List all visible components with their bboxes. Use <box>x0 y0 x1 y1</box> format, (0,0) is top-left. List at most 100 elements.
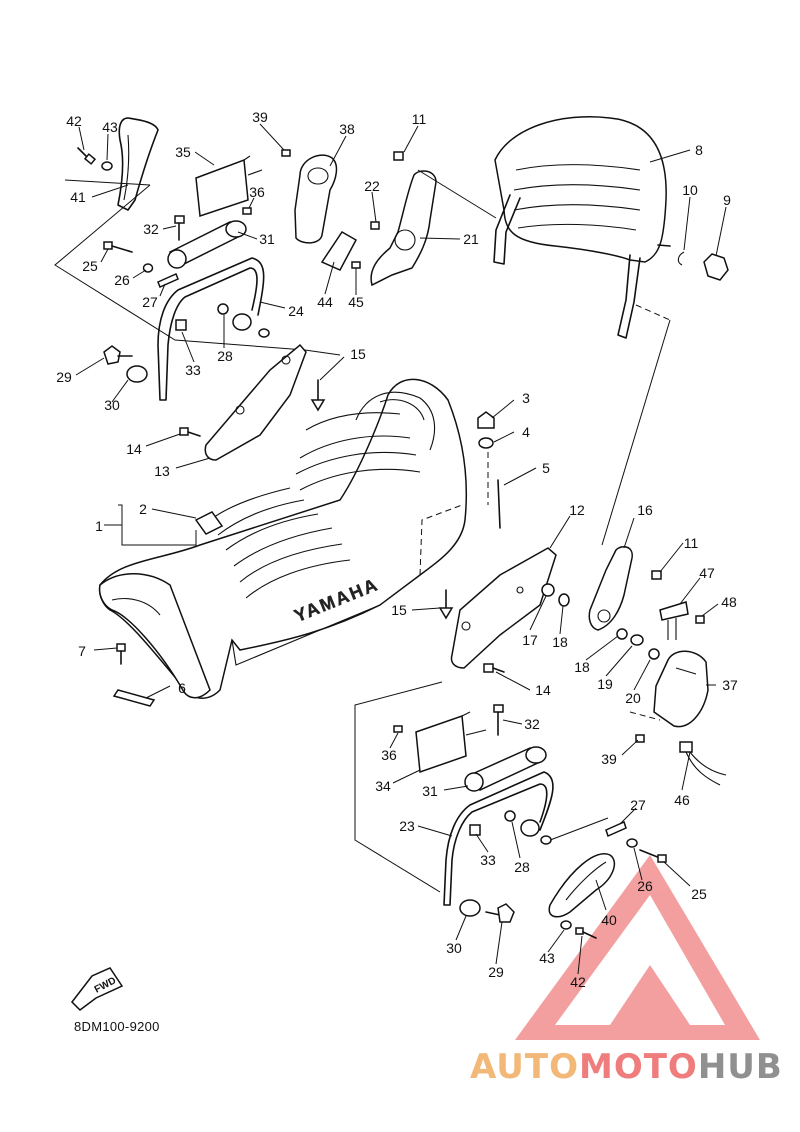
part-44-clip <box>320 231 358 271</box>
part-25-bolt <box>103 241 133 253</box>
callout-16: 16 <box>637 502 653 518</box>
part-36-screw-lower <box>393 725 403 733</box>
lower-guide-frame <box>354 681 661 893</box>
part-30-rubber <box>126 365 148 383</box>
callout-13: 13 <box>154 463 170 479</box>
callout-18-a: 18 <box>552 634 568 650</box>
part-43-washer <box>101 161 113 171</box>
part-23-grab-bar <box>443 771 554 906</box>
part-42-bolt <box>77 147 97 165</box>
callout-28-upper: 28 <box>217 348 233 364</box>
fwd-arrow-icon <box>71 967 124 1011</box>
upper-left-guide-frame <box>54 179 341 356</box>
callout-14-upper: 14 <box>126 441 142 457</box>
part-38-bracket <box>294 154 338 244</box>
callout-29-lower: 29 <box>488 964 504 980</box>
part-45-screw <box>351 261 361 269</box>
callout-31-lower: 31 <box>422 783 438 799</box>
callout-30-upper: 30 <box>104 397 120 413</box>
callout-27-upper: 27 <box>142 294 158 310</box>
callout-15-upper: 15 <box>350 346 366 362</box>
callout-32-lower: 32 <box>524 716 540 732</box>
part-3-nut <box>477 411 495 429</box>
watermark-brand: AUTOMOTOHUB <box>470 1047 783 1087</box>
callout-44: 44 <box>317 294 333 310</box>
part-39-screw-lower <box>635 734 645 743</box>
part-7-bolt <box>116 643 126 665</box>
part-43-washer-lower <box>560 920 572 930</box>
callout-24: 24 <box>288 303 304 319</box>
callout-19: 19 <box>597 676 613 692</box>
callout-33-lower: 33 <box>480 852 496 868</box>
callout-40: 40 <box>601 912 617 928</box>
part-27-pin-lower <box>605 820 627 838</box>
part-28-collar-lower <box>504 810 552 845</box>
callout-3: 3 <box>522 390 530 406</box>
part-17-washer <box>541 583 555 597</box>
part-22-screw <box>370 221 380 230</box>
part-11-bolt-upper <box>393 151 404 161</box>
part-5-rod <box>497 479 501 529</box>
part-2-emblem <box>194 511 224 535</box>
part-19-nut <box>630 634 644 646</box>
callout-43-lower: 43 <box>539 950 555 966</box>
callout-46: 46 <box>674 792 690 808</box>
callout-33-upper: 33 <box>185 362 201 378</box>
diagram-code: 8DM100-9200 <box>74 1019 160 1034</box>
part-11-bolt-lower <box>651 570 662 580</box>
callout-34: 34 <box>375 778 391 794</box>
part-1-seat <box>98 378 489 700</box>
part-10-clip <box>657 244 685 266</box>
part-16-bracket <box>588 545 633 631</box>
part-48-screw <box>695 615 705 624</box>
part-25-bolt-lower <box>639 849 667 863</box>
callout-31-upper: 31 <box>259 231 275 247</box>
part-26-washer-lower <box>626 838 638 848</box>
callout-39-upper: 39 <box>252 109 268 125</box>
part-41-grab-bracket <box>117 117 159 211</box>
callout-17: 17 <box>522 632 538 648</box>
callout-10: 10 <box>682 182 698 198</box>
callout-22: 22 <box>364 178 380 194</box>
part-12-side-plate <box>450 547 557 669</box>
callout-1: 1 <box>95 518 103 534</box>
callout-12: 12 <box>569 502 585 518</box>
callout-37: 37 <box>722 677 738 693</box>
part-37-cover <box>653 650 709 728</box>
callout-36-upper: 36 <box>249 184 265 200</box>
callout-36-lower: 36 <box>381 747 397 763</box>
part-36-screw <box>242 207 252 215</box>
callout-42-lower: 42 <box>570 974 586 990</box>
callout-32-upper: 32 <box>143 221 159 237</box>
part-24-grab-bar <box>157 257 265 401</box>
part-32-bolt <box>174 215 185 241</box>
part-14-bolt-right <box>483 663 505 673</box>
callout-18-b: 18 <box>574 659 590 675</box>
part-27-pin <box>157 272 179 289</box>
callout-6: 6 <box>178 680 186 696</box>
part-9-knob <box>703 253 729 281</box>
callout-9: 9 <box>723 192 731 208</box>
callout-41: 41 <box>70 189 86 205</box>
callout-20: 20 <box>625 690 641 706</box>
part-34-plate <box>415 711 487 774</box>
connector-lines-upper <box>417 169 671 546</box>
callout-5: 5 <box>542 460 550 476</box>
callout-48: 48 <box>721 594 737 610</box>
brand-part-moto: MOTO <box>578 1047 698 1087</box>
callout-29-upper: 29 <box>56 369 72 385</box>
callout-35: 35 <box>175 144 191 160</box>
part-14-bolt-left <box>179 427 201 437</box>
part-33-nut-lower <box>469 824 481 836</box>
watermark-triangle-logo <box>515 855 760 1040</box>
callout-26-lower: 26 <box>637 878 653 894</box>
leader-lines <box>75 123 727 975</box>
callout-42: 42 <box>66 113 82 129</box>
part-39-screw <box>281 149 291 157</box>
callout-11-upper: 11 <box>411 111 427 127</box>
part-15-rivet-right <box>438 589 454 620</box>
part-18-washer-b <box>616 628 628 640</box>
part-28-collar <box>217 303 270 338</box>
brand-part-auto: AUTO <box>470 1047 579 1087</box>
callout-25-upper: 25 <box>82 258 98 274</box>
